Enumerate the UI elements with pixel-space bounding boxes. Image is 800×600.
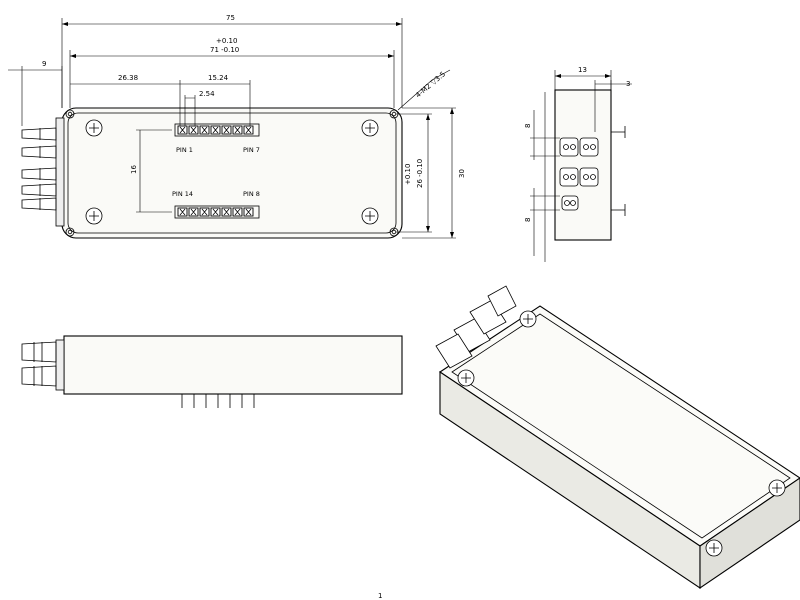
label-pin1: PIN 1 xyxy=(176,146,193,154)
dim-pin-pitch: 2.54 xyxy=(199,90,215,98)
dim-hole-spacing: 71 -0.10 xyxy=(210,46,239,54)
dim-left-offset: 9 xyxy=(42,60,46,68)
dim-tol-upper: +0.10 xyxy=(216,37,237,45)
top-view: PIN 1 PIN 7 PIN 14 PIN 8 75 +0.10 71 -0.… xyxy=(8,14,466,239)
side-view-body xyxy=(63,335,403,395)
iso-connectors xyxy=(435,285,517,369)
end-view-body xyxy=(554,89,612,241)
screw-icon xyxy=(85,119,379,225)
dim-hole-callout: 4-M2 ▽3.5 xyxy=(414,70,447,99)
isometric-view xyxy=(435,285,800,590)
side-pins xyxy=(181,394,255,408)
pin-row-top xyxy=(174,123,260,137)
screw-icon xyxy=(457,310,786,557)
dim-side-width: 13 xyxy=(578,66,587,74)
dim-overall-height: 30 xyxy=(458,169,466,178)
end-dimensions xyxy=(530,70,632,262)
dim-pin-row-length: 15.24 xyxy=(208,74,229,82)
fiber-connectors xyxy=(21,117,65,227)
top-dimensions xyxy=(8,18,456,239)
side-view xyxy=(21,335,403,408)
dim-height-tol-upper: +0.10 xyxy=(404,164,412,185)
label-pin14: PIN 14 xyxy=(172,190,193,198)
dim-side-a: 8 xyxy=(524,124,532,128)
dim-hole-height: 26 -0.10 xyxy=(416,159,424,188)
top-view-body xyxy=(61,107,403,239)
dim-row-spacing: 16 xyxy=(130,165,138,174)
end-view: 13 3 8 8 xyxy=(524,66,632,262)
dim-pin1-offset: 26.38 xyxy=(118,74,138,82)
label-pin7: PIN 7 xyxy=(243,146,260,154)
label-pin8: PIN 8 xyxy=(243,190,260,198)
dim-side-offset: 3 xyxy=(626,80,630,88)
end-connectors xyxy=(559,137,599,211)
page-mark: 1 xyxy=(378,592,382,600)
dim-side-b: 8 xyxy=(524,218,532,222)
pin-row-bottom xyxy=(174,205,260,219)
dim-overall-length: 75 xyxy=(226,14,235,22)
